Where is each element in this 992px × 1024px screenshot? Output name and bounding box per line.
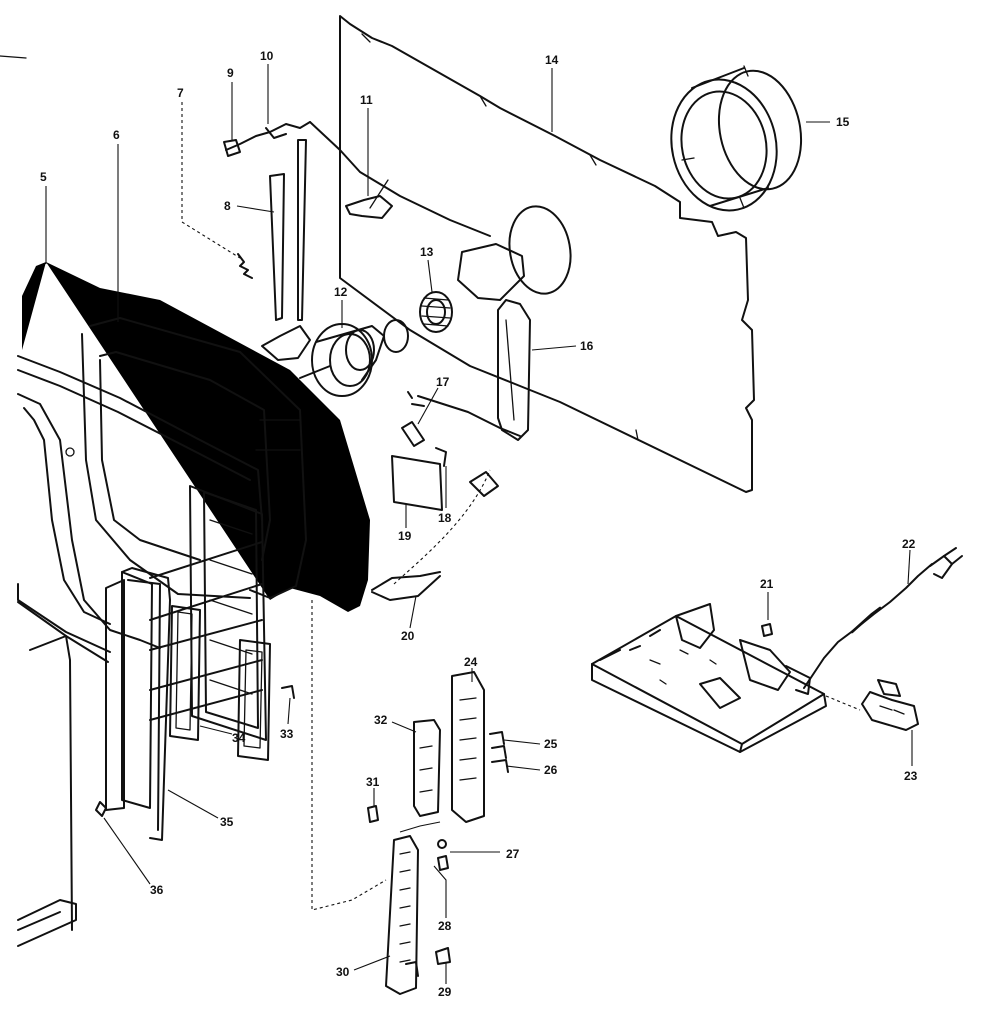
screw-part [761, 623, 773, 637]
small-board-part [861, 679, 919, 731]
neck-socket-part [419, 205, 572, 333]
callout-35: 35 [220, 815, 234, 829]
callout-33: 33 [280, 727, 294, 741]
callout-28: 28 [438, 919, 452, 933]
callout-25: 25 [544, 737, 558, 751]
clip-and-screw-part [391, 391, 521, 511]
callout-32: 32 [374, 713, 388, 727]
upper-clip-part [223, 121, 491, 237]
callout-31: 31 [366, 775, 380, 789]
callout-30: 30 [336, 965, 350, 979]
callout-27: 27 [506, 847, 520, 861]
callout-17: 17 [436, 375, 450, 389]
control-bracket-part [367, 671, 509, 833]
callout-12: 12 [334, 285, 348, 299]
callout-23: 23 [904, 769, 918, 783]
deflection-yoke-part [261, 319, 409, 397]
yoke-bracket-part [345, 179, 393, 219]
spring-part [237, 253, 253, 279]
cabinet-bezel-part [17, 355, 263, 947]
callout-13: 13 [420, 245, 434, 259]
callout-5: 5 [40, 170, 47, 184]
callout-14: 14 [545, 53, 559, 67]
power-cord-part [803, 547, 963, 689]
back-panel-part [339, 15, 755, 493]
callout-22: 22 [902, 537, 916, 551]
ground-strap-part [371, 469, 491, 601]
yoke-ring-part [670, 65, 803, 212]
callout-11: 11 [360, 93, 373, 107]
callout-26: 26 [544, 763, 558, 777]
callout-9: 9 [227, 66, 234, 80]
edge-mark [0, 55, 27, 59]
callout-16: 16 [580, 339, 594, 353]
wire-harness-part [311, 600, 861, 911]
callout-18: 18 [438, 511, 452, 525]
callout-leaders [45, 64, 913, 984]
callout-36: 36 [150, 883, 164, 897]
callout-20: 20 [401, 629, 415, 643]
callout-21: 21 [760, 577, 774, 591]
callout-24: 24 [464, 655, 478, 669]
callout-8: 8 [224, 199, 231, 213]
bracket-rod-part [497, 299, 531, 441]
callout-labels: 5 6 7 8 9 10 11 12 13 14 15 16 17 18 19 … [40, 49, 918, 999]
callout-7: 7 [177, 86, 184, 100]
vertical-strap-part [269, 139, 307, 321]
callout-19: 19 [398, 529, 412, 543]
callout-34: 34 [232, 731, 246, 745]
callout-29: 29 [438, 985, 452, 999]
chassis-board-part [591, 603, 827, 753]
bottom-panel-part [385, 835, 451, 995]
callout-6: 6 [113, 128, 120, 142]
speaker-grille-part [95, 567, 295, 841]
callout-15: 15 [836, 115, 850, 129]
callout-10: 10 [260, 49, 274, 63]
